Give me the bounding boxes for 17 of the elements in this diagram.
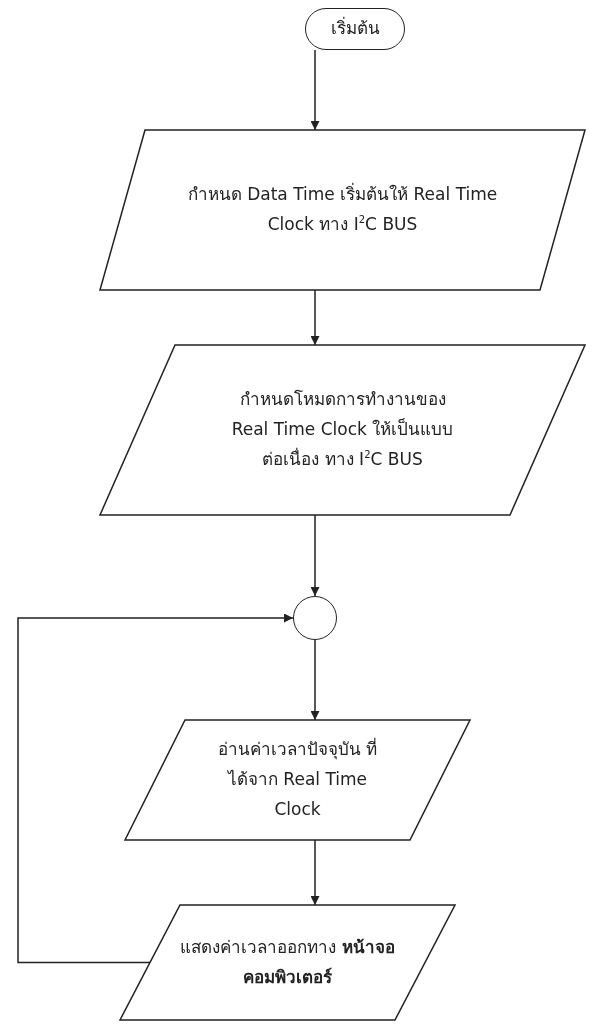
input-output-parallelogram [100, 345, 585, 515]
flow-arrow [310, 514, 320, 597]
input-output-parallelogram [125, 720, 470, 840]
step-text: เริ่มต้น [330, 15, 380, 41]
step-text: แสดงค่าเวลาออกทาง หน้าจอคอมพิวเตอร์ [179, 935, 396, 989]
flow-arrow [310, 289, 320, 346]
step-text: กำหนดโหมดการทำงานของ Real Time Clock ให้เป็นแบบต่อเนื่อง ทาง I$^{2}$C BUS [230, 388, 455, 471]
flow-arrow [17, 613, 294, 964]
flow-arrow [310, 49, 320, 131]
connector-circle [293, 596, 337, 640]
flow-arrow [310, 839, 320, 906]
input-output-parallelogram [100, 130, 585, 290]
step-text: อ่านค่าเวลาปัจจุบัน ที่ได้จาก Real Time Clock [216, 736, 379, 821]
flow-arrow [310, 639, 320, 721]
input-output-parallelogram [120, 905, 455, 1020]
step-text: กำหนด Data Time เริ่มต้นให้ Real Time Clock ทาง I$^{2}$C BUS [186, 181, 499, 236]
start-terminal [305, 8, 405, 50]
